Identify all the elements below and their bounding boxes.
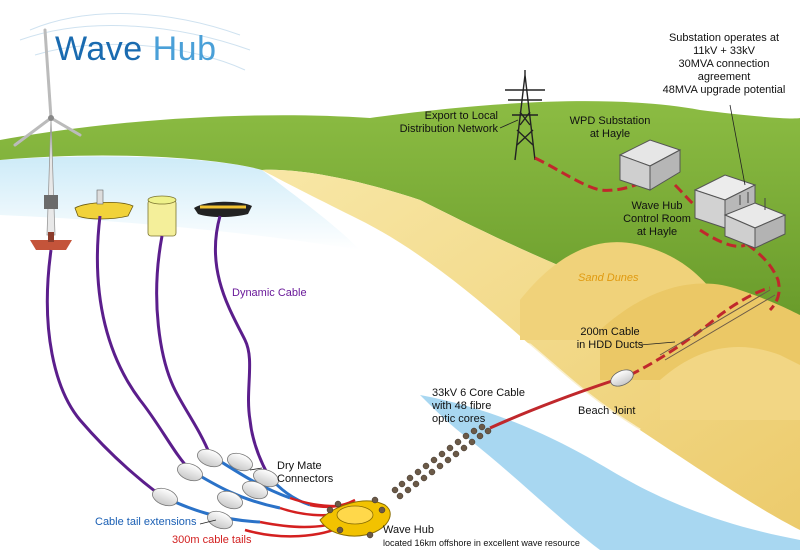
title-word-hub: Hub [152,30,217,68]
sea-surface [0,156,360,250]
cylinder-device-icon [147,195,177,237]
core-cable-label: 33kV 6 Core Cable with 48 fibre optic co… [432,387,525,425]
shore-water [420,395,800,550]
title-word-wave: Wave [55,30,143,68]
control-room-label: Wave Hub Control Room at Hayle [623,200,691,238]
export-cable [489,286,771,430]
platform-device-icon [194,201,252,217]
cable-tail-extensions-label: Cable tail extensions [95,516,197,528]
wpd-substation-label: WPD Substation at Hayle [569,115,651,140]
leader-lines [199,104,746,525]
connector-floats [152,448,279,530]
control-room-building [693,174,787,249]
wave-hub-sublabel: located 16km offshore in excellent wave … [383,538,580,548]
beach-joint-label: Beach Joint [578,405,636,417]
rock-armour [326,423,492,539]
buoy-device-icon [74,189,134,220]
substation-note: Substation operates at 11kV + 33kV 30MVA… [662,32,786,96]
land-grass [0,101,800,400]
wind-turbine-icon [13,28,82,250]
wave-hub-logo: Wave Hub [55,30,216,68]
dynamic-cable-label: Dynamic Cable [232,287,307,299]
pylon-icon [505,70,545,161]
beach-joint-icon [610,369,634,387]
dry-mate-label: Dry Mate Connectors [277,460,334,485]
sand-dunes-label: Sand Dunes [578,272,639,284]
wpd-substation-building [618,139,682,191]
beach-sand [262,169,800,530]
hdd-duct [659,289,776,361]
dynamic-cables [45,215,270,497]
hdd-cable-label: 200m Cable in HDD Ducts [576,326,644,351]
export-label: Export to Local Distribution Network [399,110,498,135]
cable-tails-label: 300m cable tails [172,534,252,546]
wave-hub-unit-icon [319,500,391,537]
wave-swirl-decoration [19,13,251,71]
wave-hub-label: Wave Hub [383,524,434,536]
shore-foam [359,248,641,432]
